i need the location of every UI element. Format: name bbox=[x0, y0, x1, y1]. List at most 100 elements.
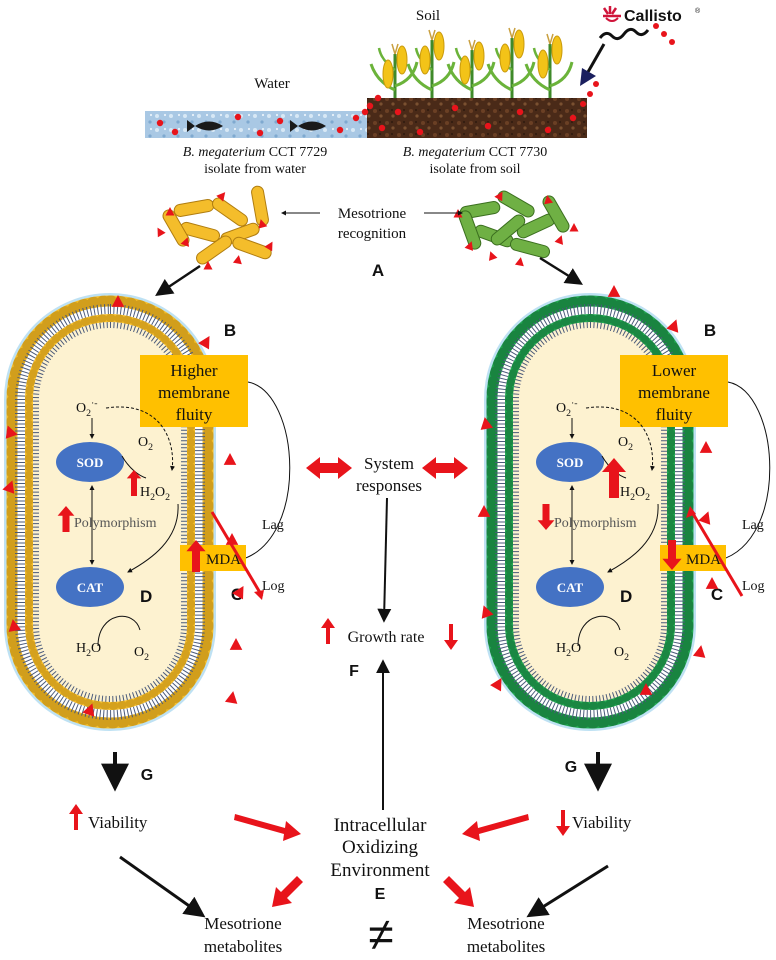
oxidizing-label-line1: Intracellular bbox=[334, 815, 428, 836]
membrane-label-line1: Lower bbox=[652, 361, 697, 380]
mesotrione-triangle bbox=[232, 585, 244, 600]
growth-phase-line bbox=[690, 511, 744, 597]
letter-d: D bbox=[620, 587, 632, 606]
brand-name: Callisto bbox=[624, 8, 682, 25]
growth-rate-label: Growth rate bbox=[348, 629, 425, 646]
growth-phase-line bbox=[210, 511, 264, 597]
mesotrione-triangle bbox=[225, 533, 239, 545]
rod-bacterium bbox=[196, 235, 232, 265]
h2o2-to-cat-arrow bbox=[607, 503, 659, 573]
soil-isolate-cell: LowermembranefluityBO2·-SODO2H2O2Polymor… bbox=[477, 285, 771, 731]
soil-isolate-bacteria bbox=[453, 190, 579, 267]
water-isolate-caption-line2: isolate from water bbox=[204, 162, 306, 177]
dismutation-curve bbox=[585, 406, 656, 471]
herbicide-dot bbox=[256, 129, 264, 137]
mesotrione-triangle bbox=[165, 207, 175, 216]
mesotrione-triangle bbox=[554, 235, 564, 245]
metabolites-right-line1: Mesotrione bbox=[467, 914, 544, 933]
viability-up-arrow bbox=[69, 804, 83, 830]
membrane-label-line2: membrane bbox=[158, 383, 230, 402]
rod-bacterium bbox=[542, 195, 570, 233]
water-isolate-cell: HighermembranefluityBO2·-SODO2H2O2Polymo… bbox=[2, 293, 291, 731]
herbicide-dot bbox=[394, 108, 402, 116]
oxidizing-label-line2: Oxidizing bbox=[342, 837, 418, 858]
herbicide-dot bbox=[361, 108, 369, 116]
rod-bacterium bbox=[212, 197, 248, 227]
environment-panel: Callisto ® Water Soil B. megaterium CCT … bbox=[145, 6, 701, 177]
mesotrione-triangle bbox=[607, 285, 621, 297]
h2o2-up-arrow bbox=[602, 458, 626, 498]
sod-enzyme bbox=[56, 442, 124, 482]
membrane-label-line1: Higher bbox=[170, 361, 218, 380]
lag-label: Lag bbox=[262, 518, 284, 533]
herbicide-particles bbox=[156, 94, 577, 137]
viability-to-oxidizing-arrow-right bbox=[462, 814, 529, 841]
viability-to-metabolites-arrow-left bbox=[119, 855, 206, 918]
superoxide-label: O2·- bbox=[556, 398, 578, 419]
oxidizing-to-metabolites-arrow-right bbox=[443, 876, 474, 907]
mesotrione-triangle bbox=[514, 257, 524, 267]
superoxide-label: O2·- bbox=[76, 398, 98, 419]
system-responses-line2: responses bbox=[356, 476, 422, 495]
log-label: Log bbox=[742, 579, 765, 594]
membrane-beads bbox=[6, 295, 214, 729]
polymorphism-down-arrow bbox=[537, 504, 555, 530]
mesotrione-triangle bbox=[157, 227, 166, 238]
mesotrione-triangle bbox=[180, 237, 190, 247]
mesotrione-triangle bbox=[705, 577, 719, 589]
polymorphism-up-arrow bbox=[57, 506, 75, 532]
letter-g-left: G bbox=[141, 767, 153, 784]
lipid-tails bbox=[15, 304, 205, 720]
herbicide-dot bbox=[276, 117, 284, 125]
mda-down-arrow bbox=[662, 540, 682, 570]
water-strip bbox=[145, 111, 367, 138]
mesotrione-triangle bbox=[111, 295, 125, 307]
soil-strip bbox=[367, 98, 587, 138]
double-arrow-right bbox=[422, 457, 468, 479]
viability-left-label: Viability bbox=[88, 813, 148, 832]
letter-c: C bbox=[711, 585, 723, 604]
mesotrione-triangle bbox=[494, 191, 503, 202]
viability-down-arrow bbox=[556, 810, 570, 836]
water-label: H2O bbox=[76, 641, 101, 659]
inner-lipid-tails bbox=[33, 322, 187, 702]
oxygen-label: O2 bbox=[618, 435, 633, 453]
rod-bacterium bbox=[251, 185, 269, 227]
letter-a: A bbox=[372, 261, 384, 280]
water-isolate-caption: B. megaterium CCT 7729 bbox=[183, 145, 327, 160]
mesotrione-triangle bbox=[258, 219, 268, 229]
cat-reaction-curve bbox=[97, 615, 141, 647]
herbicide-dot bbox=[156, 119, 164, 127]
mesotrione-triangle bbox=[477, 505, 491, 517]
arrow-to-left-cell bbox=[155, 264, 201, 296]
mesotrione-triangle bbox=[666, 319, 679, 333]
inner-membrane-beads bbox=[505, 314, 675, 710]
mesotrione-triangle bbox=[198, 335, 210, 350]
herbicide-dot bbox=[374, 94, 382, 102]
rod-bacterium bbox=[490, 214, 526, 246]
sod-label: SOD bbox=[77, 455, 104, 470]
herbicide-dot bbox=[569, 114, 577, 122]
growth-up-arrow bbox=[321, 618, 335, 644]
mesotrione-triangle bbox=[481, 605, 494, 619]
herbicide-dot bbox=[451, 104, 459, 112]
metabolites-right-line2: metabolites bbox=[467, 937, 545, 956]
letter-e: E bbox=[375, 886, 386, 903]
system-responses-block: System responses Growth rate F Intracell… bbox=[306, 454, 468, 960]
mesotrione-triangle bbox=[699, 441, 713, 453]
membrane-to-mda-arrow bbox=[719, 381, 771, 562]
membrane-fluidity-box bbox=[140, 355, 248, 427]
metabolites-left-line2: metabolites bbox=[204, 937, 282, 956]
soil-isolate-caption: B. megaterium CCT 7730 bbox=[403, 145, 547, 160]
mesotrione-triangle bbox=[8, 619, 22, 632]
membrane-label-line2: membrane bbox=[638, 383, 710, 402]
water-isolate-bacteria bbox=[157, 185, 273, 270]
h2o2-to-cat-arrow bbox=[127, 503, 179, 573]
oxygen-product-label: O2 bbox=[614, 645, 629, 663]
rod-bacterium bbox=[509, 237, 551, 259]
cat-label: CAT bbox=[557, 580, 584, 595]
herbicide-dot bbox=[544, 126, 552, 134]
mesotrione-triangle bbox=[2, 480, 15, 494]
herbicide-dot bbox=[416, 128, 424, 136]
